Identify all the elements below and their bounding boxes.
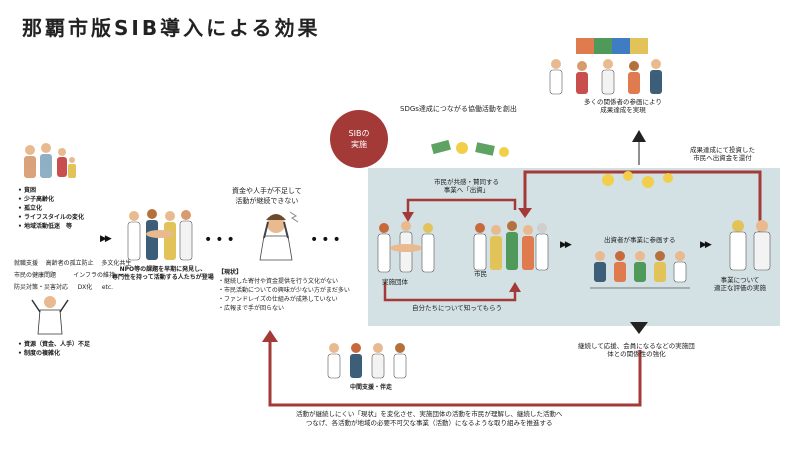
status-block: 【現状】 ・継続した寄付や資金提供を行う文化がない ・市民活動についての興味が少… [218, 268, 350, 313]
worried-person-illustration [31, 296, 69, 335]
issue-bullets: 貧困 少子高齢化 孤立化 ライフスタイルの変化 地域活動低迷 等 [18, 186, 84, 231]
stressed-person-illustration [259, 211, 299, 261]
issue-tag: 高齢者の孤立防止 [45, 260, 94, 267]
issue-tag: 市民の健康問題 [14, 272, 57, 279]
org-team-illustration [377, 221, 435, 273]
puzzle-caption-line2: 成果達成を実現 [600, 106, 646, 114]
npo-caption-line2: 専門性を持って活動する人たちが登場 [112, 274, 214, 281]
citizen-label: 市民 [474, 270, 487, 278]
npo-team-illustration [127, 209, 193, 261]
sdgs-text: SDGs達成につながる協働活動を創出 [400, 105, 517, 113]
chevron-right-icon: ▶▶ [560, 240, 572, 250]
strengthen-line2: 体との関係性の強化 [607, 350, 666, 358]
citizen-invest-caption: 市民が共感・賛同する 事業へ「出資」 [434, 178, 499, 194]
status-item-text: 継続した寄付や資金提供を行う文化がない [224, 278, 339, 285]
invest-arrowhead [402, 212, 414, 222]
invest-arrow [406, 198, 517, 214]
resource-bullet: 資源（資金、人手）不足 [18, 340, 90, 349]
bottom-line1: 活動が継続しにくい「現状」を変化させ、実施団体の活動を市民が理解し、継続した活動… [296, 410, 563, 418]
ellipsis-left: ••• [204, 232, 238, 248]
intermediary-illustration [327, 343, 407, 379]
evaluation-illustration [729, 220, 771, 271]
audience-illustration [590, 251, 690, 289]
issue-row2: 市民の健康問題 インフラの維持 [14, 272, 115, 280]
org-label: 実施団体 [382, 278, 408, 286]
npo-caption-line1: NPO等の課題を早期に発見し、 [119, 266, 207, 273]
investors-caption: 出資者が事業に参画する [604, 236, 676, 244]
citizen-group-illustration [473, 221, 549, 271]
funding-line1: 資金や人手が不足して [232, 187, 302, 195]
feedback-loop-arrow [268, 340, 642, 407]
chevron-right-icon: ▶▶ [700, 240, 712, 250]
puzzle-illustration [549, 38, 662, 95]
feedback-loop-arrowhead [262, 330, 278, 342]
sib-badge-line2: 実施 [351, 140, 367, 149]
return-arrowhead [518, 208, 532, 218]
status-item-text: 広報まで手が回らない [224, 305, 285, 312]
chevron-right-icon: ▶▶ [100, 234, 112, 244]
bottom-line2: つなげ、各活動が地域の必要不可欠な事業（活動）になるような取り組みを推進する [305, 419, 553, 427]
resource-bullet: 制度の複雑化 [18, 349, 90, 358]
evaluation-line2: 適正な評価の実施 [714, 284, 766, 292]
intermediary-caption: 中間支援・伴走 [350, 384, 393, 391]
return-arrow [523, 170, 762, 232]
issue-bullet: ライフスタイルの変化 [18, 213, 84, 222]
status-item: ・市民活動についての興味が少ない方がまだ多い [218, 287, 350, 294]
issue-tag: etc. [101, 284, 114, 291]
sib-badge-line1: SIBの [348, 129, 370, 138]
issue-tag: 就職支援 [14, 260, 39, 267]
strengthen-caption: 継続して応援、会員になるなどの実施団 体との関係性の強化 [578, 342, 695, 358]
citizen-invest-line2: 事業へ「出資」 [443, 186, 490, 194]
npo-caption: NPO等の課題を早期に発見し、 専門性を持って活動する人たちが登場 [112, 266, 214, 282]
sib-badge: SIBの 実施 [330, 110, 388, 168]
family-illustration [24, 143, 76, 178]
funding-caption: 資金や人手が不足して 活動が継続できない [232, 186, 302, 206]
resource-bullets: 資源（資金、人手）不足 制度の複雑化 [18, 340, 90, 358]
bottom-caption: 活動が継続しにくい「現状」を変化させ、実施団体の活動を市民が理解し、継続した活動… [296, 410, 562, 428]
return-caption: 成果達成にて投資した 市民へ出資金を還付 [690, 146, 755, 162]
status-heading: 【現状】 [218, 269, 243, 276]
up-arrow-puzzle [632, 130, 646, 142]
issue-tag: 防災対策・災害対応 [14, 284, 69, 291]
issue-bullet: 孤立化 [18, 204, 84, 213]
page-title: 那覇市版SIB導入による効果 [22, 16, 321, 40]
issue-bullet: 少子高齢化 [18, 195, 84, 204]
issue-tag: 多文化共生 [101, 260, 132, 267]
status-item: ・継続した寄付や資金提供を行う文化がない [218, 278, 339, 285]
status-item-text: ファンドレイズの仕組みが成熟していない [224, 296, 338, 303]
issue-tag: インフラの維持 [73, 272, 116, 279]
issue-row3: 防災対策・災害対応 DX化 etc. [14, 284, 113, 292]
strengthen-line1: 継続して応援、会員になるなどの実施団 [578, 342, 695, 350]
status-item: ・ファンドレイズの仕組みが成熟していない [218, 296, 338, 303]
lightbulb-icons [602, 171, 673, 188]
money-icons [431, 139, 509, 157]
ellipsis-right: ••• [310, 232, 344, 248]
issue-bullet: 地域活動低迷 等 [18, 222, 84, 231]
down-arrow-sib [630, 322, 648, 334]
citizen-invest-line1: 市民が共感・賛同する [434, 178, 499, 186]
issue-tag: DX化 [77, 284, 93, 291]
know-us-text: 自分たちについて知ってもらう [412, 304, 503, 312]
issue-bullet: 貧困 [18, 186, 84, 195]
evaluation-caption: 事業について 適正な評価の実施 [714, 276, 766, 292]
evaluation-line1: 事業について [720, 276, 760, 284]
funding-line2: 活動が継続できない [235, 197, 299, 205]
puzzle-caption-line1: 多くの関係者の参画により [584, 98, 662, 106]
know-arrow [383, 282, 517, 302]
issue-row1: 就職支援 高齢者の孤立防止 多文化共生 [14, 260, 131, 268]
return-line1: 成果達成にて投資した [690, 146, 755, 154]
puzzle-caption: 多くの関係者の参画により 成果達成を実現 [584, 98, 662, 114]
return-line2: 市民へ出資金を還付 [693, 154, 752, 162]
know-arrowhead [509, 282, 521, 292]
status-item: ・広報まで手が回らない [218, 305, 285, 312]
status-item-text: 市民活動についての興味が少ない方がまだ多い [224, 287, 350, 294]
